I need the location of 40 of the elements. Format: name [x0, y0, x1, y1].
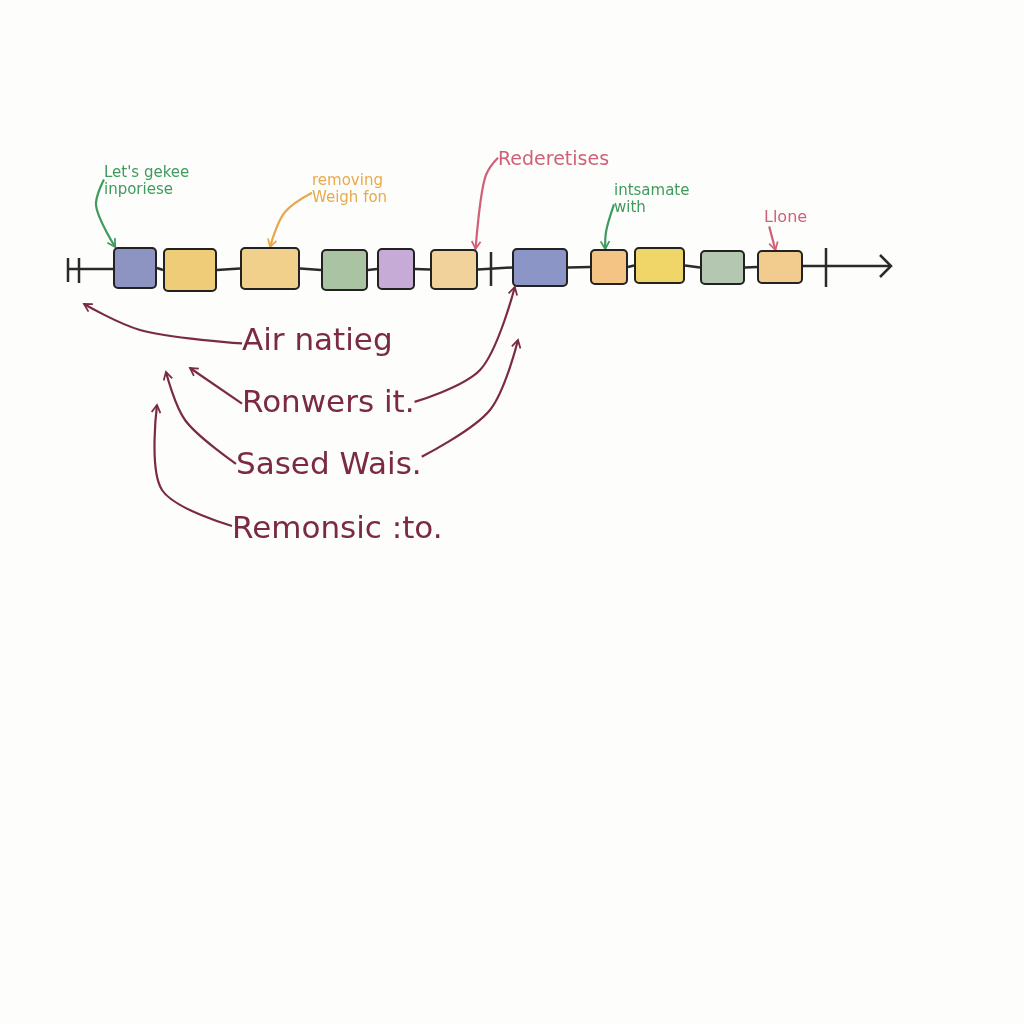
colored-box [113, 247, 157, 289]
colored-box [634, 247, 685, 284]
note-text: Llone [764, 208, 808, 227]
arrow [162, 371, 237, 465]
arrow [94, 179, 117, 248]
timeline-segment [477, 266, 513, 271]
arrow [189, 367, 243, 405]
annotation-text: Sased Wais. [236, 446, 422, 482]
colored-box [430, 249, 478, 290]
note-text: Rederetises [498, 148, 610, 170]
note-text: Let's gekee inporiese [104, 164, 191, 199]
timeline-segment [216, 267, 241, 272]
timeline-segment [299, 267, 322, 272]
timeline-segment [414, 267, 431, 271]
colored-box [757, 250, 803, 284]
colored-box [700, 250, 745, 285]
colored-box [163, 248, 217, 292]
colored-box [590, 249, 628, 285]
arrow [768, 226, 779, 251]
arrow [414, 286, 518, 403]
colored-box [321, 249, 368, 291]
arrow [83, 303, 243, 345]
annotation-text: Air natieg [242, 322, 393, 358]
arrow [150, 404, 233, 528]
timeline-segment [684, 264, 701, 269]
note-text: removing Weigh fon [312, 172, 389, 207]
colored-box [377, 248, 415, 290]
timeline-segment [567, 265, 591, 269]
timeline-segment [627, 264, 635, 269]
timeline-segment [367, 267, 378, 272]
colored-box [512, 248, 568, 287]
arrow [599, 204, 616, 250]
timeline-segment [744, 265, 758, 269]
note-text: intsamate with [614, 182, 691, 217]
arrow [470, 157, 499, 250]
arrow [267, 191, 313, 248]
arrow [421, 339, 522, 458]
annotation-text: Ronwers it. [242, 384, 415, 420]
colored-box [240, 247, 300, 290]
annotation-text: Remonsic :to. [232, 510, 443, 546]
